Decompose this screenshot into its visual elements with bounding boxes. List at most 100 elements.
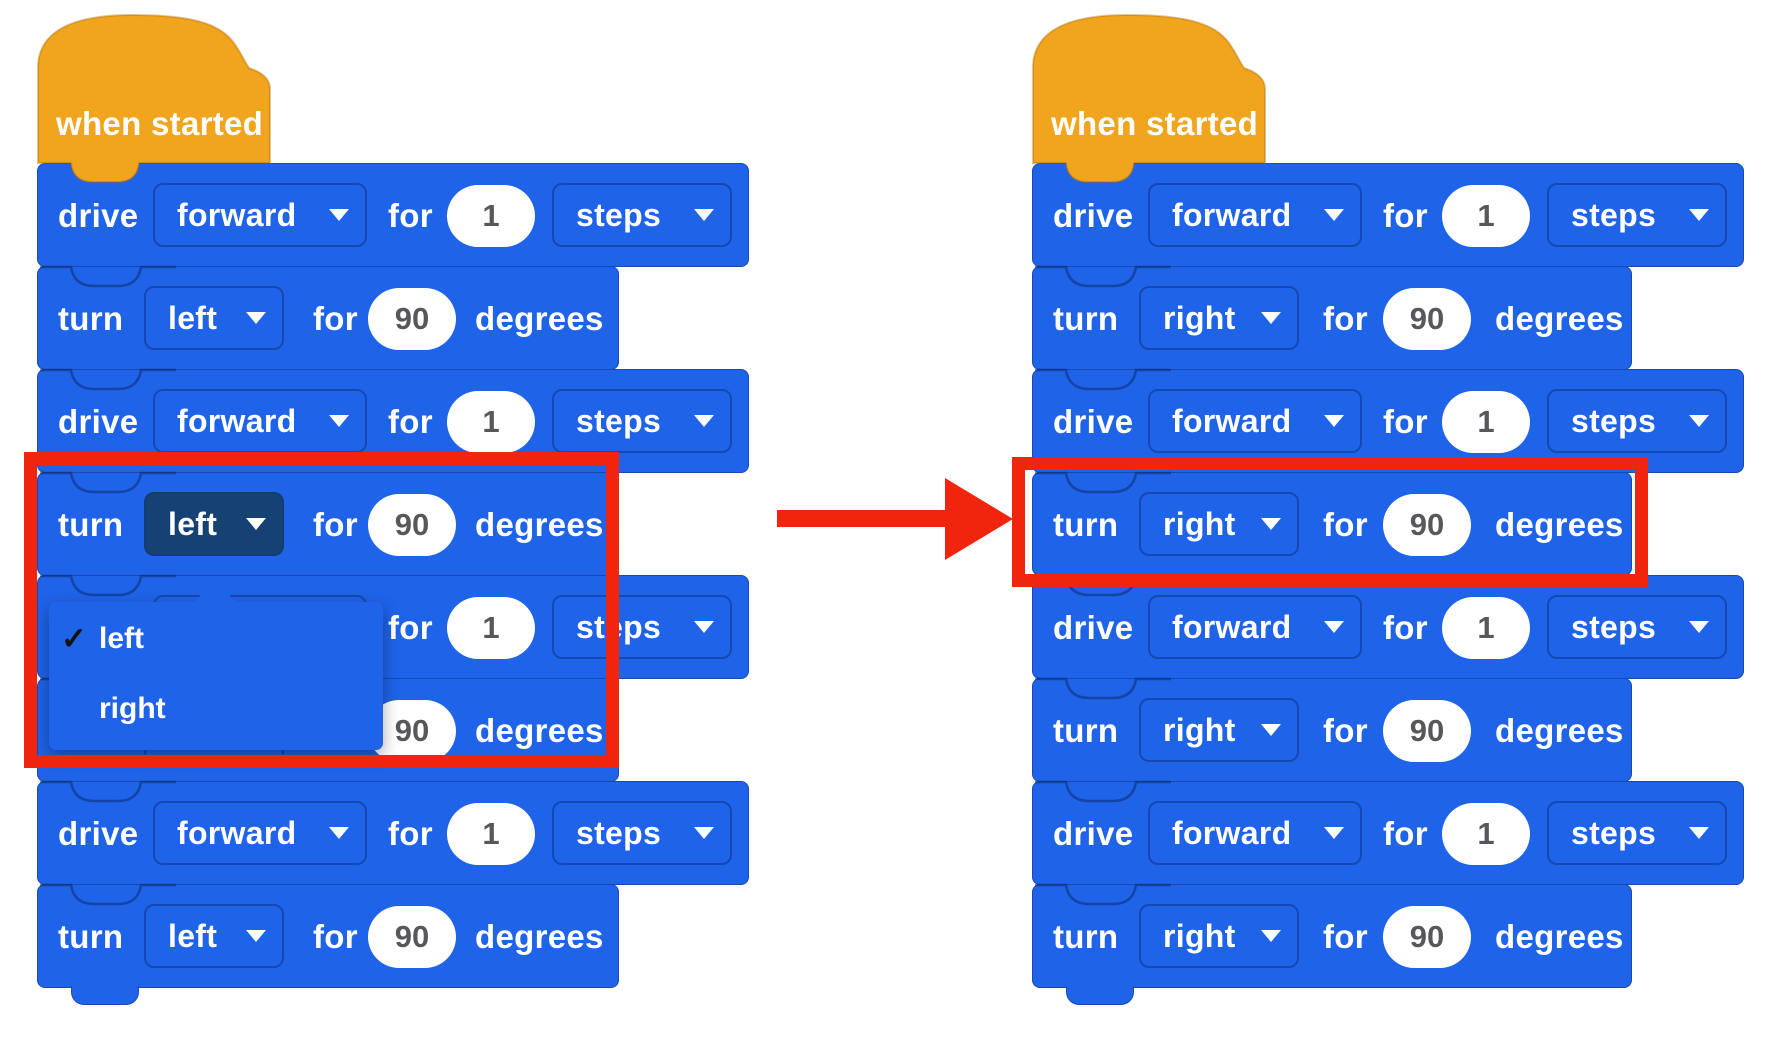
block-verb-label: turn xyxy=(1053,300,1119,337)
block-verb-label: drive xyxy=(58,197,139,234)
value-input[interactable]: 1 xyxy=(1442,391,1530,453)
value-input[interactable]: 90 xyxy=(1383,494,1471,556)
direction-dropdown-value: right xyxy=(1163,505,1236,542)
checkmark-icon: ✓ xyxy=(61,621,87,656)
value-input[interactable]: 1 xyxy=(447,803,535,865)
value-input[interactable]: 1 xyxy=(1442,597,1530,659)
direction-dropdown-value: forward xyxy=(1172,402,1292,439)
direction-dropdown-value: forward xyxy=(177,814,297,851)
direction-dropdown[interactable]: forward xyxy=(1148,183,1362,247)
direction-dropdown[interactable]: left xyxy=(144,492,284,556)
value-input[interactable]: 90 xyxy=(1383,906,1471,968)
stack-bottom-tab xyxy=(71,986,139,1005)
chevron-down-icon xyxy=(694,209,714,221)
direction-dropdown-value: forward xyxy=(177,196,297,233)
unit-dropdown[interactable]: steps xyxy=(552,183,732,247)
unit-dropdown[interactable]: steps xyxy=(552,389,732,453)
direction-dropdown-value: right xyxy=(1163,917,1236,954)
chevron-down-icon xyxy=(1261,724,1281,736)
unit-dropdown[interactable]: steps xyxy=(552,595,732,659)
direction-dropdown[interactable]: right xyxy=(1139,904,1299,968)
direction-dropdown[interactable]: right xyxy=(1139,286,1299,350)
unit-dropdown[interactable]: steps xyxy=(1547,595,1727,659)
unit-label: degrees xyxy=(475,712,604,749)
direction-dropdown[interactable]: forward xyxy=(153,389,367,453)
block-verb-label: drive xyxy=(58,403,139,440)
chevron-down-icon xyxy=(329,827,349,839)
direction-dropdown[interactable]: right xyxy=(1139,492,1299,556)
for-label: for xyxy=(313,918,358,955)
chevron-down-icon xyxy=(694,415,714,427)
arrow-shaft xyxy=(777,510,949,527)
direction-dropdown[interactable]: forward xyxy=(153,801,367,865)
chevron-down-icon xyxy=(694,621,714,633)
direction-dropdown[interactable]: left xyxy=(144,904,284,968)
direction-dropdown-value: left xyxy=(168,299,218,336)
unit-dropdown[interactable]: steps xyxy=(1547,801,1727,865)
block-verb-label: drive xyxy=(1053,815,1134,852)
block-verb-label: turn xyxy=(1053,918,1119,955)
when-started-hat-block[interactable]: when started xyxy=(37,13,287,185)
direction-dropdown-value: forward xyxy=(1172,196,1292,233)
menu-item-label: right xyxy=(99,692,166,725)
block-drive-forward[interactable]: drive forward for 1 steps xyxy=(37,368,749,473)
unit-label: degrees xyxy=(475,918,604,955)
when-started-hat-block[interactable]: when started xyxy=(1032,13,1282,185)
unit-dropdown[interactable]: steps xyxy=(1547,389,1727,453)
chevron-down-icon xyxy=(246,930,266,942)
value-input[interactable]: 90 xyxy=(368,288,456,350)
value-input[interactable]: 90 xyxy=(1383,700,1471,762)
for-label: for xyxy=(313,300,358,337)
value-input[interactable]: 1 xyxy=(1442,803,1530,865)
menu-item-right[interactable]: right xyxy=(49,686,383,732)
direction-dropdown[interactable]: forward xyxy=(1148,801,1362,865)
block-verb-label: turn xyxy=(58,506,124,543)
unit-label: degrees xyxy=(475,506,604,543)
stack-bottom-tab xyxy=(1066,986,1134,1005)
chevron-down-icon xyxy=(246,312,266,324)
for-label: for xyxy=(388,403,433,440)
direction-dropdown-value: right xyxy=(1163,299,1236,336)
direction-dropdown[interactable]: left xyxy=(144,286,284,350)
value-input[interactable]: 90 xyxy=(368,906,456,968)
hat-dome-icon xyxy=(1032,13,1266,183)
direction-dropdown-value: forward xyxy=(1172,608,1292,645)
unit-dropdown-value: steps xyxy=(576,196,662,233)
block-drive-forward[interactable]: drive forward for 1 steps xyxy=(1032,780,1744,885)
value-input[interactable]: 1 xyxy=(447,597,535,659)
value-input[interactable]: 90 xyxy=(368,494,456,556)
hat-label: when started xyxy=(1051,105,1259,142)
unit-label: degrees xyxy=(1495,918,1624,955)
direction-dropdown[interactable]: right xyxy=(1139,698,1299,762)
block-verb-label: drive xyxy=(58,815,139,852)
value-input[interactable]: 1 xyxy=(447,391,535,453)
direction-dropdown[interactable]: forward xyxy=(1148,595,1362,659)
for-label: for xyxy=(1383,815,1428,852)
unit-dropdown[interactable]: steps xyxy=(1547,183,1727,247)
unit-dropdown-value: steps xyxy=(1571,608,1657,645)
chevron-down-icon xyxy=(329,209,349,221)
value-input[interactable]: 1 xyxy=(1442,185,1530,247)
menu-item-label: left xyxy=(99,622,144,655)
menu-item-left[interactable]: ✓ left xyxy=(49,616,383,662)
for-label: for xyxy=(388,609,433,646)
unit-dropdown[interactable]: steps xyxy=(552,801,732,865)
arrow-head-icon xyxy=(945,478,1013,560)
direction-dropdown[interactable]: forward xyxy=(1148,389,1362,453)
value-input[interactable]: 90 xyxy=(1383,288,1471,350)
direction-dropdown[interactable]: forward xyxy=(153,183,367,247)
value-input[interactable]: 1 xyxy=(447,185,535,247)
